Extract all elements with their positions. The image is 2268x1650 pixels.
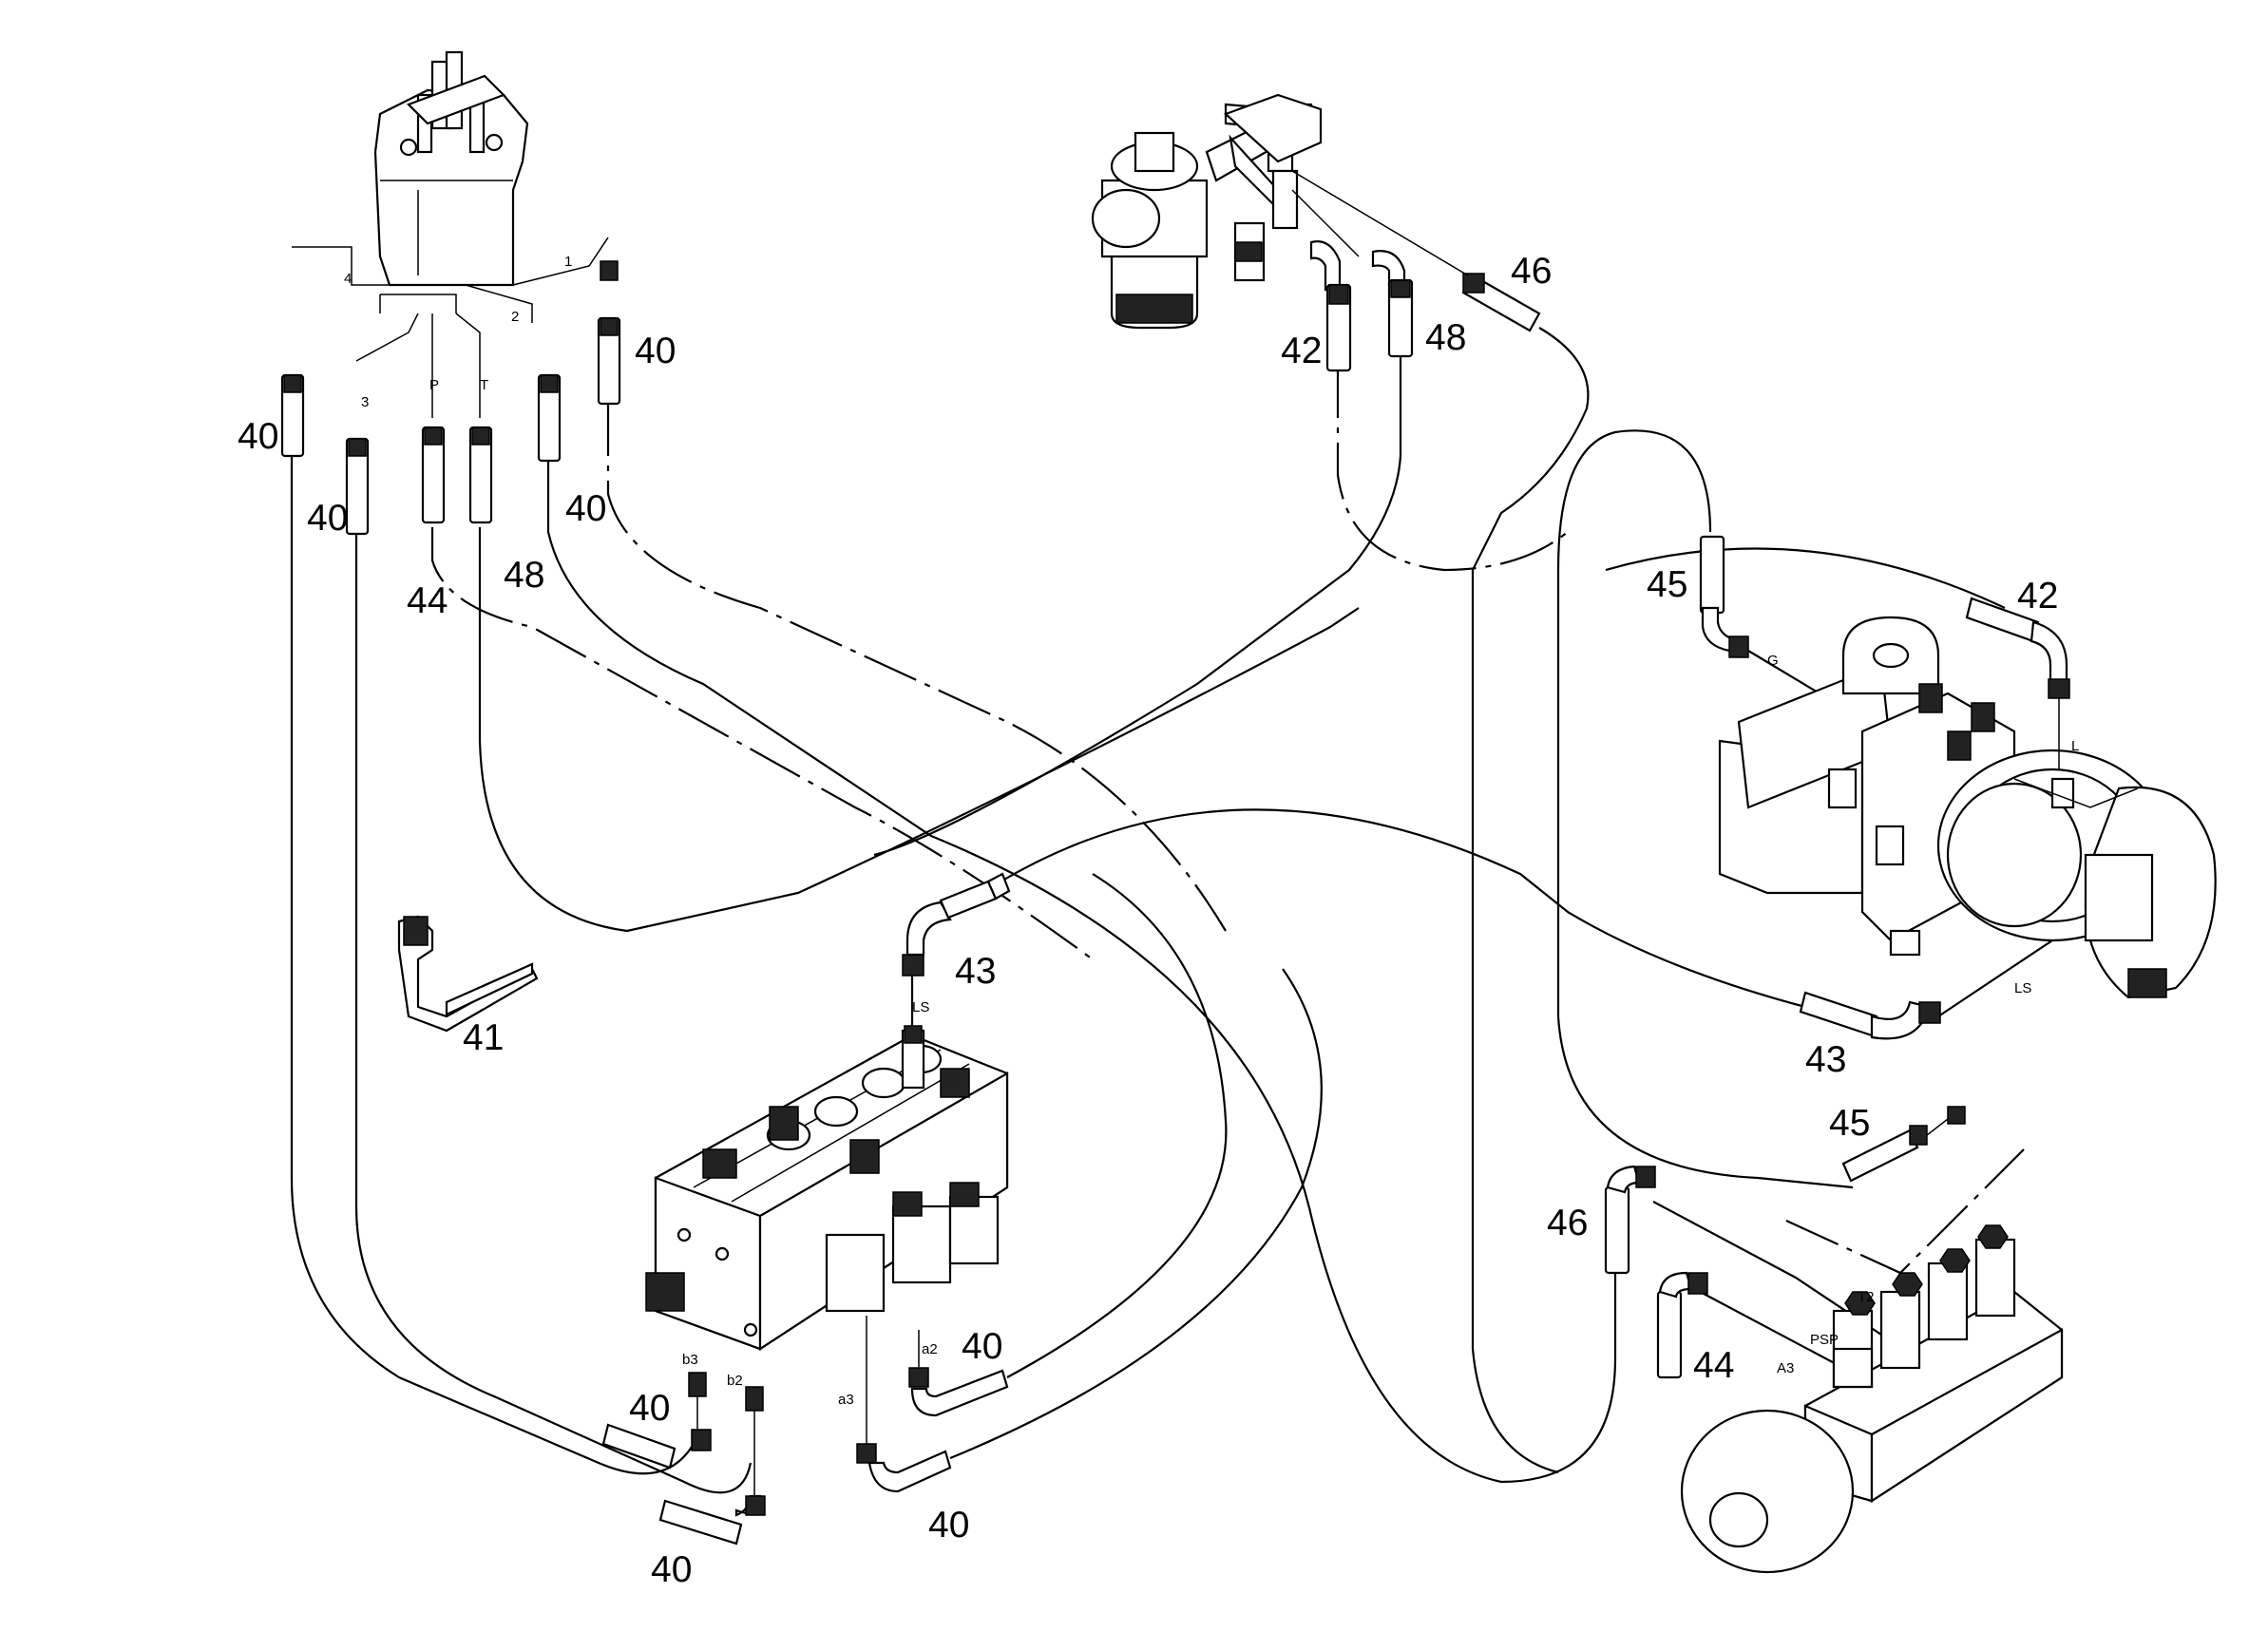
hose-route-45-loop: [1556, 429, 1854, 1189]
hose-route-2: [546, 461, 1617, 1484]
callout-48-b: 48: [1425, 317, 1466, 358]
bracket-41: [397, 915, 539, 1033]
callout-40-f: 40: [651, 1549, 692, 1590]
port-label-PSP: PSP: [1810, 1332, 1839, 1348]
port-label-3: 3: [361, 394, 369, 410]
callout-45-b: 45: [1829, 1103, 1870, 1144]
callout-40-c: 40: [565, 488, 606, 529]
port-label-T2: T2: [1858, 1289, 1875, 1305]
hose-route-48-filter: [873, 351, 1402, 857]
port-label-1: 1: [564, 254, 572, 270]
hose-43-valve: [902, 872, 1011, 977]
port-label-a2: a2: [922, 1341, 938, 1357]
valve-hose-fittings: [601, 1316, 1009, 1546]
hose-route-a3: [949, 968, 1323, 1460]
hydraulic-motor: [1718, 616, 2217, 999]
hose-route-42-filter: [1336, 361, 1569, 572]
hose-route-46-loop: [1471, 327, 1590, 1474]
callout-40-a: 40: [238, 416, 278, 457]
return-filter: [1091, 93, 1541, 372]
callout-40-b: 40: [307, 498, 348, 539]
port-label-b3: b3: [682, 1352, 698, 1368]
callout-48-a: 48: [504, 555, 544, 596]
hose-route-43: [997, 808, 1806, 1009]
motor-hose-fittings: [1699, 535, 2070, 1040]
port-label-G: G: [1767, 653, 1779, 669]
hydraulic-pump: [292, 50, 609, 418]
hose-route-42-motor: [1605, 547, 2006, 609]
callout-43-b: 43: [1805, 1039, 1846, 1080]
port-label-A3: A3: [1777, 1360, 1794, 1376]
callout-40-e: 40: [629, 1388, 670, 1429]
callout-40-h: 40: [962, 1326, 1002, 1367]
control-valve-block: [645, 1025, 1009, 1352]
callout-41: 41: [463, 1017, 504, 1058]
accumulator-valve-block: [1680, 1224, 2064, 1574]
port-label-L: L: [2071, 738, 2079, 754]
hose-route-P: [430, 527, 1094, 960]
hose-route-3: [354, 532, 753, 1494]
callout-labels: 40 40 40 40 40 40 40 40 41 42 42 43 43 4…: [238, 251, 2058, 1590]
port-label-2: 2: [511, 309, 519, 325]
callout-43-a: 43: [955, 951, 996, 992]
callout-44-b: 44: [1693, 1345, 1734, 1386]
callout-46-a: 46: [1511, 251, 1552, 292]
port-label-b2: b2: [727, 1373, 743, 1389]
accumulator-hose-fittings: [1604, 1106, 1966, 1379]
callout-42-b: 42: [2017, 576, 2058, 616]
callout-42-a: 42: [1281, 331, 1322, 371]
port-label-4: 4: [344, 271, 352, 287]
hose-route-4: [290, 456, 695, 1475]
port-label-P: P: [429, 377, 439, 393]
hose-routes: [290, 327, 2053, 1494]
port-label-LS-motor: LS: [2014, 980, 2031, 996]
port-label-LS-valve: LS: [912, 999, 929, 1015]
callout-40-d: 40: [635, 331, 676, 371]
hose-route-LS-motor: [1937, 939, 2053, 1017]
hose-route-1: [606, 399, 1227, 932]
callout-45-a: 45: [1647, 564, 1687, 605]
pump-hose-fittings: [280, 260, 621, 536]
hose-route-a2: [1006, 873, 1228, 1378]
hose-route-44-acc: [1690, 1286, 1844, 1369]
hose-route-T: [478, 527, 1360, 933]
callout-46-b: 46: [1547, 1203, 1588, 1243]
callout-44-a: 44: [407, 580, 448, 621]
callout-40-g: 40: [928, 1505, 969, 1546]
port-label-a3: a3: [838, 1392, 854, 1408]
port-label-T: T: [480, 377, 488, 393]
